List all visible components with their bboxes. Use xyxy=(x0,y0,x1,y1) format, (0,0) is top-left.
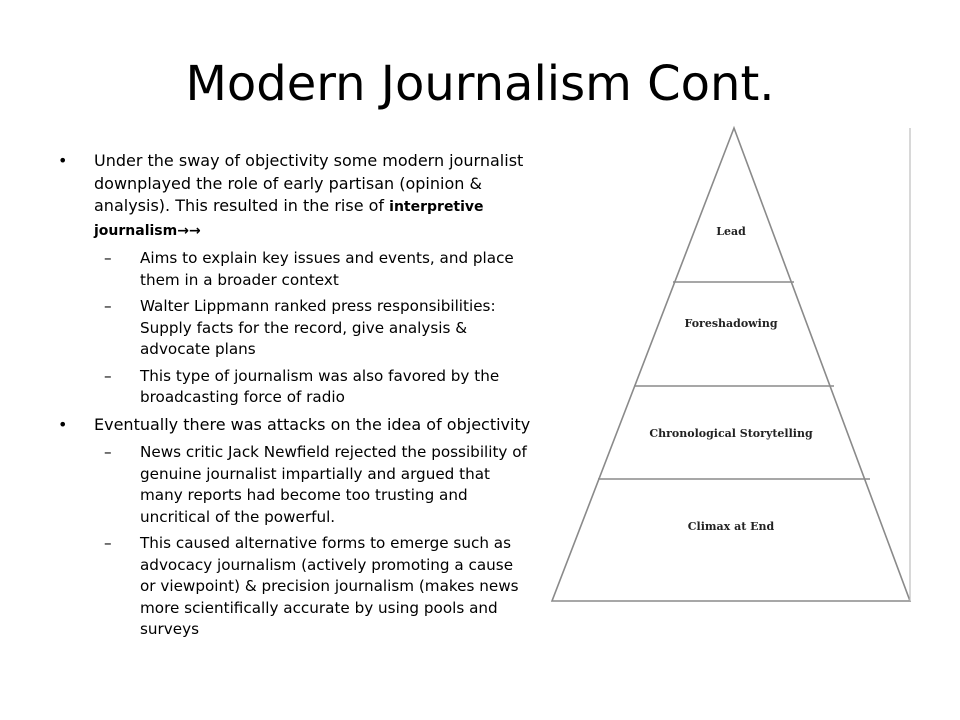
sub-bullet-text: This caused alternative forms to emerge … xyxy=(140,534,519,638)
pyramid-level-foreshadowing: Foreshadowing xyxy=(684,317,777,330)
sub-bullet-text: Aims to explain key issues and events, a… xyxy=(140,249,514,289)
dash-marker: – xyxy=(104,249,112,267)
sub-bullet: – This caused alternative forms to emerg… xyxy=(58,533,533,641)
slide-title: Modern Journalism Cont. xyxy=(185,56,775,112)
bullet-interpretive-journalism: • Under the sway of objectivity some mod… xyxy=(58,150,533,242)
pyramid-outline xyxy=(550,125,912,602)
pyramid-level-chronological-storytelling: Chronological Storytelling xyxy=(649,427,813,440)
pyramid-level-lead: Lead xyxy=(716,225,746,238)
dash-marker: – xyxy=(104,366,112,385)
sub-bullet-text: This type of journalism was also favored… xyxy=(140,366,500,407)
bullet-marker: • xyxy=(58,414,68,434)
story-structure-pyramid: Lead Foreshadowing Chronological Storyte… xyxy=(550,125,912,602)
sub-bullet: – News critic Jack Newfield rejected the… xyxy=(58,442,533,528)
pyramid-level-climax-at-end: Climax at End xyxy=(688,520,775,533)
slide-body: • Under the sway of objectivity some mod… xyxy=(58,150,533,646)
dash-marker: – xyxy=(104,534,112,552)
bullet-text: Eventually there was attacks on the idea… xyxy=(94,414,531,434)
sub-bullet: – Aims to explain key issues and events,… xyxy=(58,248,533,291)
sub-bullet: – This type of journalism was also favor… xyxy=(58,366,533,409)
arrow-icon: →→ xyxy=(177,222,201,239)
sub-bullet: – Walter Lippmann ranked press responsib… xyxy=(58,296,533,361)
bullet-attacks-on-objectivity: • Eventually there was attacks on the id… xyxy=(58,414,533,437)
bullet-text: Under the sway of objectivity some moder… xyxy=(94,151,524,215)
interpretive-journalism-term: interpretive journalism xyxy=(94,199,484,239)
bullet-marker: • xyxy=(58,151,68,170)
dash-marker: – xyxy=(104,297,112,315)
sub-bullet-text: Walter Lippmann ranked press responsibil… xyxy=(140,297,496,358)
sub-bullet-text: News critic Jack Newfield rejected the p… xyxy=(140,443,527,526)
dash-marker: – xyxy=(104,443,112,461)
